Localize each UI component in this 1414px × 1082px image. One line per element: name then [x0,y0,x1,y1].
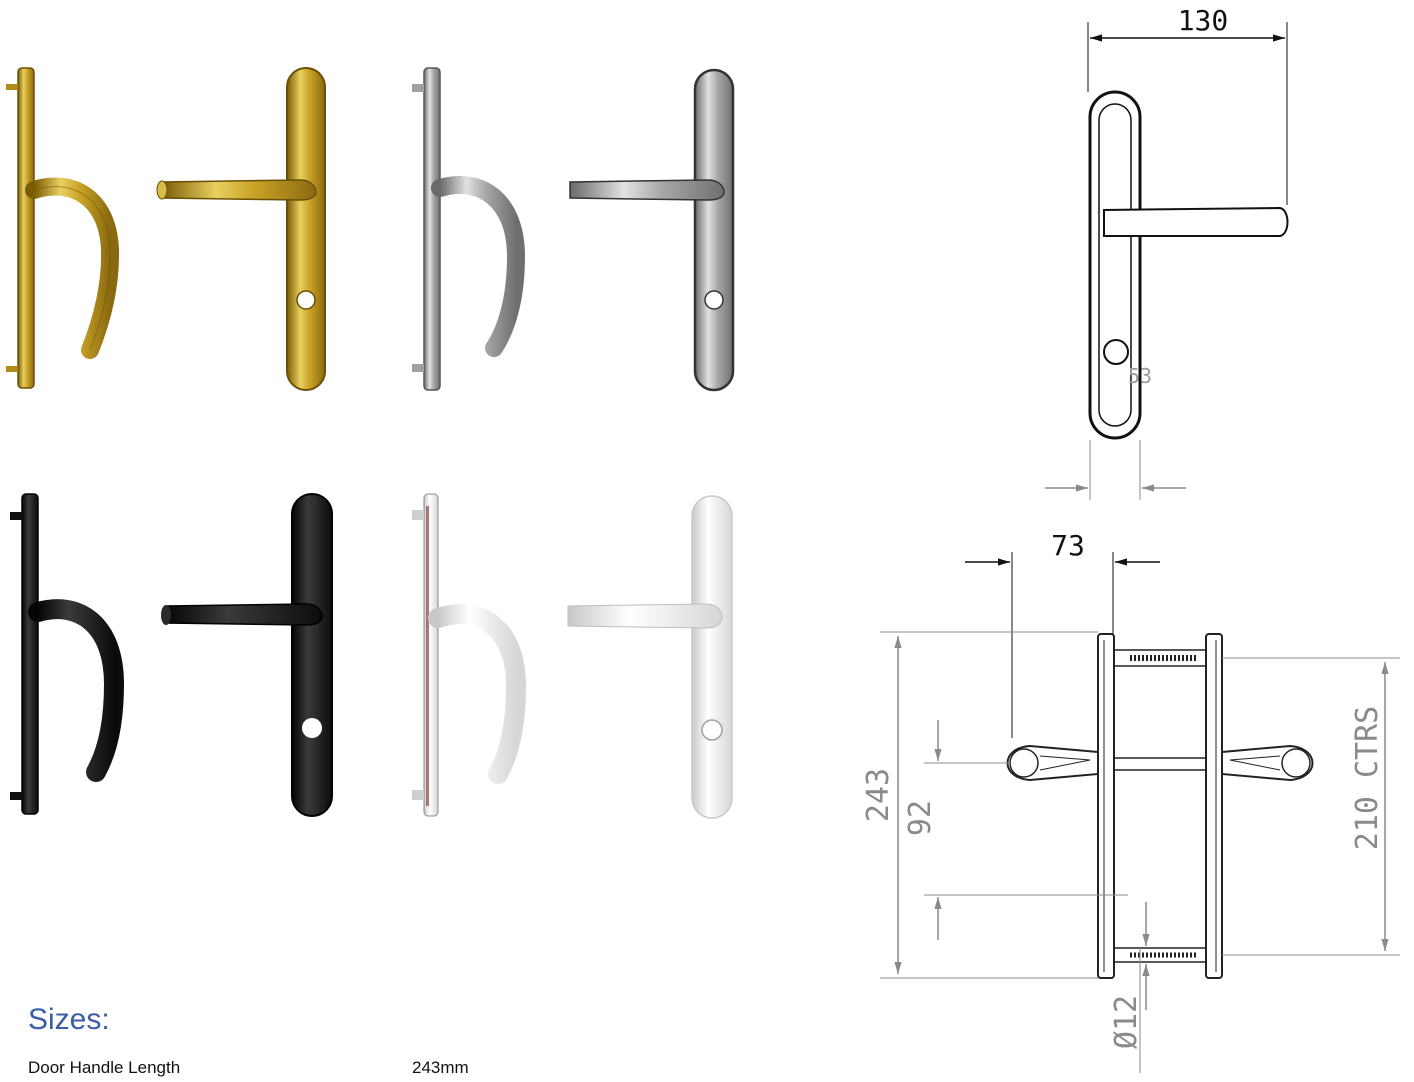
handle-front-view-black [161,493,333,817]
dimension-length: 243 [861,768,896,822]
handle-side-view-white [412,493,527,817]
size-row: Door Handle Length 243mm [28,1058,548,1082]
size-value: 243mm [412,1058,469,1077]
dimension-offset: 73 [1051,529,1085,562]
drawing-section-view [1006,633,1314,979]
handle-front-view-white [567,495,733,819]
handle-front-view-silver [569,68,735,392]
handle-side-view-black [10,493,125,815]
sizes-heading: Sizes: [28,1003,110,1036]
handle-side-view-silver [412,67,526,391]
dimension-lines [880,552,1400,1073]
dimension-width-top: 130 [1178,4,1229,37]
dimension-bolt-diameter: Ø12 [1109,995,1144,1049]
dimension-fixing-centres: 210 CTRS [1350,706,1385,851]
size-label: Door Handle Length [28,1058,181,1077]
handle-front-view-gold [156,67,326,391]
drawing-front-view [1045,22,1289,500]
handle-side-view-gold [6,67,120,389]
dimension-hole-label: 53 [1128,364,1152,388]
dimension-lever-height: 92 [903,800,938,836]
